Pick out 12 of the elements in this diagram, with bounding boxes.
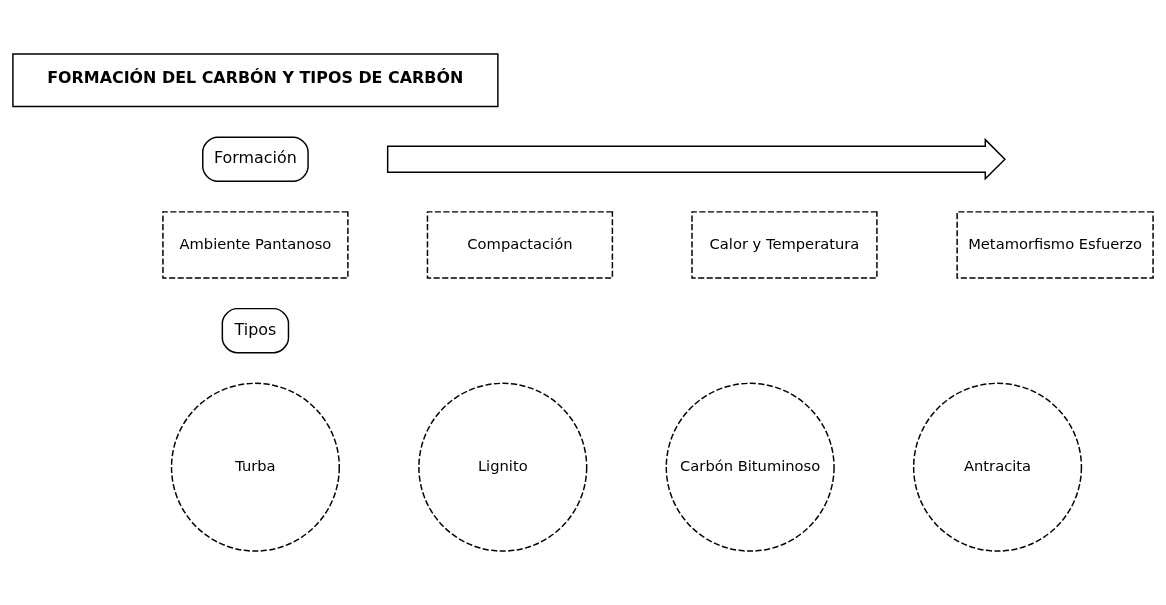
node-box: Compactación — [426, 211, 614, 279]
node-circle: Turba — [170, 382, 341, 552]
node-box: Metamorfismo Esfuerzo — [956, 211, 1154, 279]
node-circle: Carbón Bituminoso — [665, 382, 835, 552]
node-box: Ambiente Pantanoso — [162, 211, 349, 279]
node-circle: Lignito — [418, 382, 588, 552]
node-box: FORMACIÓN DEL CARBÓN Y TIPOS DE CARBÓN — [12, 53, 499, 108]
node-arrow — [386, 137, 1006, 181]
node-circle: Antracita — [912, 382, 1083, 552]
node-box: Calor y Temperatura — [691, 211, 878, 279]
label: Tipos — [234, 319, 277, 339]
label: Formación — [214, 148, 297, 168]
